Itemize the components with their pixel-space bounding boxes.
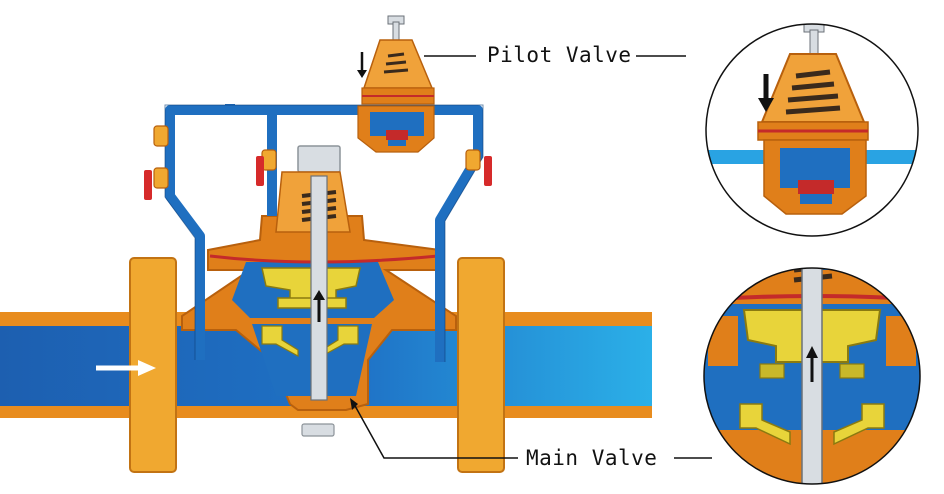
adjust-down-arrow-icon — [357, 52, 367, 78]
inset-down-arrow-icon — [758, 74, 774, 112]
pilot-valve-label: Pilot Valve — [487, 43, 632, 67]
pilot-detail-inset — [705, 23, 919, 237]
main-detail-inset — [703, 267, 921, 485]
pilot-valve — [357, 15, 435, 153]
pilot-tubing-outline — [164, 104, 484, 362]
tubing-fittings — [153, 125, 481, 189]
flow-arrow-icon — [96, 360, 156, 376]
isolation-handle-icons — [144, 156, 492, 200]
main-valve-leader — [350, 398, 712, 459]
inlet-flange — [129, 257, 177, 473]
main-valve-label: Main Valve — [526, 446, 658, 470]
stem-up-arrow-icon — [313, 290, 325, 322]
outlet-flange — [457, 257, 505, 473]
inset-up-arrow-icon — [806, 346, 818, 382]
